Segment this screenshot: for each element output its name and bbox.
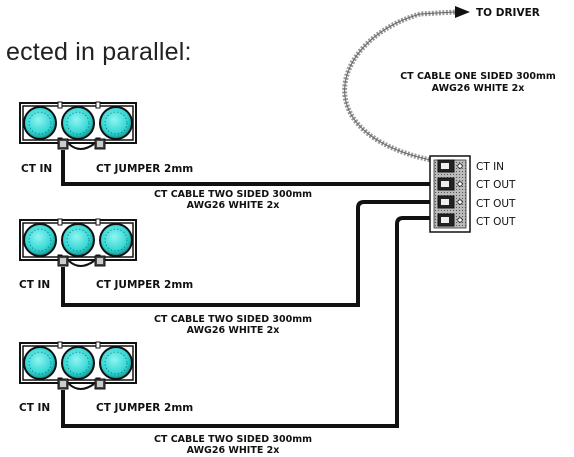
junction-port-icon — [437, 195, 463, 209]
module-1-ct-in-label: CT IN — [21, 163, 52, 175]
cable-label-2a: CT CABLE TWO SIDED 300mm — [154, 314, 312, 325]
led-modules — [19, 101, 137, 390]
led-module — [19, 101, 137, 150]
jumper-wire — [68, 143, 95, 150]
cable-label-2b: AWG26 WHITE 2x — [187, 325, 280, 336]
junction-port-icon — [437, 159, 463, 173]
jumper-wire — [68, 260, 95, 267]
module-3-ct-in-label: CT IN — [19, 402, 50, 414]
junction-port-icon — [437, 213, 463, 227]
one-sided-cable-label-1: CT CABLE ONE SIDED 300mm — [400, 71, 556, 82]
driver-cable — [342, 6, 470, 166]
cable-label-1a: CT CABLE TWO SIDED 300mm — [154, 189, 312, 200]
module-2-ct-in-label: CT IN — [19, 279, 50, 291]
module-3-jumper-label: CT JUMPER 2mm — [96, 402, 193, 414]
junction-port-label-4: CT OUT — [476, 216, 516, 228]
cable-label-3b: AWG26 WHITE 2x — [187, 445, 280, 456]
module-2-jumper-label: CT JUMPER 2mm — [96, 279, 193, 291]
led-module — [19, 218, 137, 267]
driver-label: TO DRIVER — [476, 7, 540, 19]
junction-port-label-1: CT IN — [476, 161, 504, 173]
one-sided-cable-label-2: AWG26 WHITE 2x — [432, 83, 525, 94]
arrow-icon — [455, 6, 470, 18]
junction-connector — [429, 155, 471, 233]
junction-port-label-2: CT OUT — [476, 179, 516, 191]
module-1-jumper-label: CT JUMPER 2mm — [96, 163, 193, 175]
cable-label-1b: AWG26 WHITE 2x — [187, 200, 280, 211]
cable-label-3a: CT CABLE TWO SIDED 300mm — [154, 434, 312, 445]
junction-port-label-3: CT OUT — [476, 198, 516, 210]
section-heading: ected in parallel: — [6, 38, 192, 66]
jumper-wire — [68, 383, 95, 390]
cables — [61, 150, 432, 428]
led-module — [19, 341, 137, 390]
junction-port-icon — [437, 177, 463, 191]
